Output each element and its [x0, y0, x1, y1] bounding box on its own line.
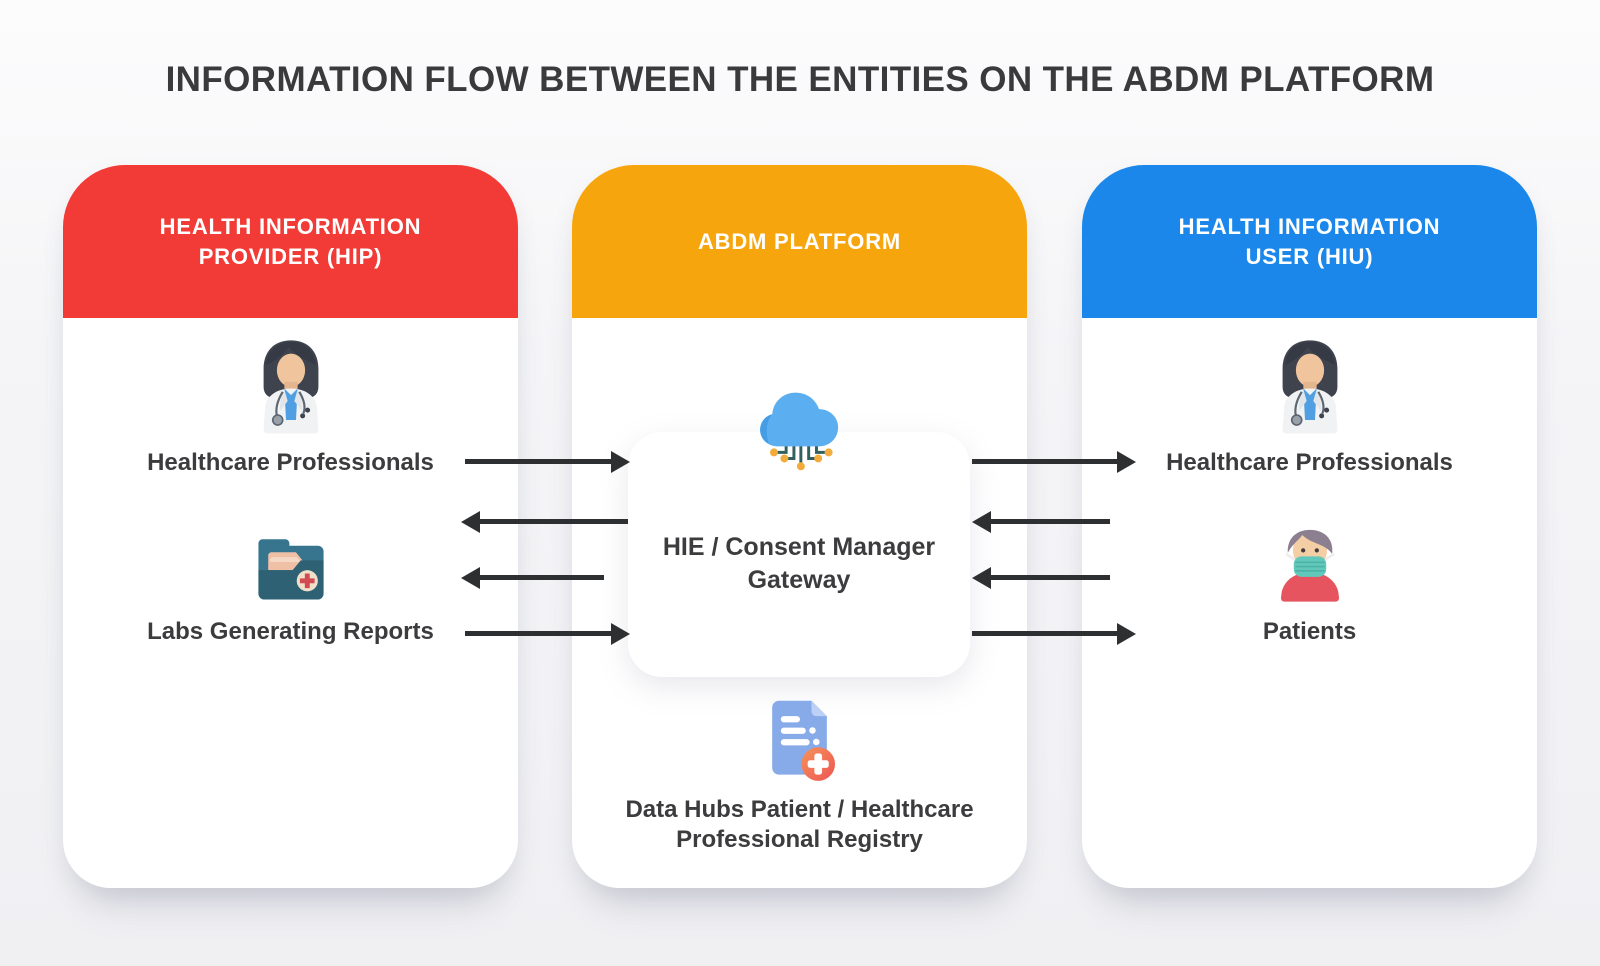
registry-label: Data Hubs Patient / Healthcare Professio… — [625, 796, 974, 853]
card-abdm: ABDM PLATFORM HIE / Consent Manager Gate… — [572, 165, 1027, 888]
hiu-healthcare-professionals-label: Healthcare Professionals — [1166, 449, 1453, 476]
gateway-label: HIE / Consent Manager Gateway — [662, 533, 936, 594]
hip-healthcare-professionals-label: Healthcare Professionals — [147, 449, 434, 476]
arrow-gateway-to-hip-lower — [479, 575, 604, 580]
arrow-hiu-to-gateway-lower — [990, 575, 1110, 580]
cloud-network-icon — [572, 380, 1027, 478]
patient-mask-icon — [1082, 523, 1537, 605]
labs-generating-reports-label: Labs Generating Reports — [147, 618, 434, 645]
arrow-hiu-to-gateway-upper — [990, 519, 1110, 524]
female-doctor-icon — [63, 337, 518, 435]
arrow-gateway-to-hiu-top — [972, 459, 1118, 464]
female-doctor-icon — [1082, 337, 1537, 435]
card-hip: HEALTH INFORMATION PROVIDER (HIP) Health… — [63, 165, 518, 888]
abdm-header: ABDM PLATFORM — [572, 165, 1027, 318]
arrow-gateway-to-hiu-bottom — [972, 631, 1118, 636]
hip-header: HEALTH INFORMATION PROVIDER (HIP) — [63, 165, 518, 318]
arrow-hip-to-gateway-bottom — [465, 631, 612, 636]
patients-label: Patients — [1262, 618, 1357, 645]
arrow-gateway-to-hip-upper — [479, 519, 628, 524]
gateway-box: HIE / Consent Manager Gateway — [628, 432, 970, 677]
page-title: INFORMATION FLOW BETWEEN THE ENTITIES ON… — [165, 60, 1435, 99]
card-hiu: HEALTH INFORMATION USER (HIU) Healthcare… — [1082, 165, 1537, 888]
medical-folder-icon — [63, 536, 518, 606]
arrow-hip-to-gateway-top — [465, 459, 612, 464]
document-plus-icon — [572, 695, 1027, 789]
hiu-header: HEALTH INFORMATION USER (HIU) — [1082, 165, 1537, 318]
